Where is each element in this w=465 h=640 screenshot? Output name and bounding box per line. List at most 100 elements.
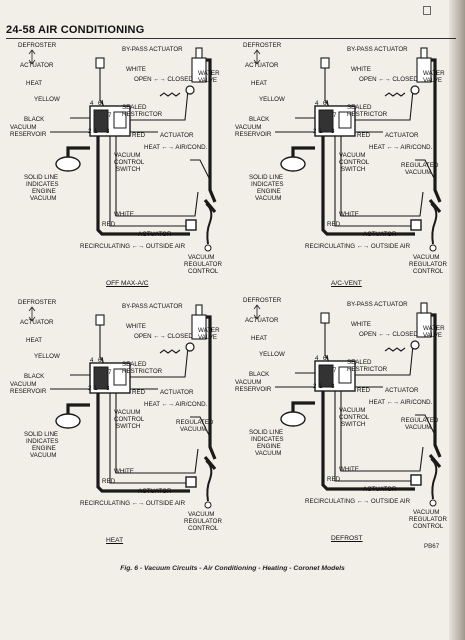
white-bypass-hose <box>130 89 189 121</box>
water-valve-stem <box>195 47 203 59</box>
vcs-vacuum-label: VACUUM <box>339 407 366 414</box>
defroster-label: DEFROSTER <box>243 297 282 304</box>
red-label-bottom: RED <box>327 476 341 483</box>
yellow-label: YELLOW <box>259 351 285 358</box>
red-hose <box>340 135 424 217</box>
vrc-vacuum-label: VACUUM <box>188 254 215 261</box>
red-label-bottom: RED <box>102 221 116 228</box>
vrc-control-label: CONTROL <box>188 525 219 532</box>
open-closed-label: OPEN ←→ CLOSED <box>359 76 418 83</box>
vcs-vacuum-label: VACUUM <box>114 409 141 416</box>
vcs-control-label: CONTROL <box>114 416 145 423</box>
actuator-label: ACTUATOR <box>20 62 54 69</box>
vacuum-label: VACUUM <box>235 124 262 131</box>
defroster-actuator <box>95 57 105 69</box>
panel-caption: DEFROST <box>331 535 363 542</box>
regulator-knob <box>204 244 212 252</box>
bypass-spring <box>384 347 406 352</box>
white-hose <box>334 135 415 227</box>
engine-vacuum-line <box>66 403 90 415</box>
actuator-label-bottom: ACTUATOR <box>138 488 172 495</box>
vrc-regulator-label: REGULATOR <box>184 261 222 268</box>
vacuum-circuit-drawing <box>28 47 217 252</box>
actuator-label-right: ACTUATOR <box>160 132 194 139</box>
yellow-label: YELLOW <box>34 96 60 103</box>
regulated-label: REGULATED <box>401 417 439 424</box>
engine-label: ENGINE <box>32 445 56 452</box>
valve-label: VALVE <box>423 332 443 339</box>
actuator-arrow <box>28 306 36 322</box>
regulated-vacuum-hose <box>415 414 436 436</box>
defroster-label: DEFROSTER <box>243 42 282 49</box>
indicates-label: INDICATES <box>251 181 284 188</box>
regulated-vacuum-hose <box>190 159 211 181</box>
vcs-control-label: CONTROL <box>339 414 370 421</box>
restrictor-label: RESTRICTOR <box>347 366 388 373</box>
vacuum-regulator-control <box>430 458 438 500</box>
actuator-label-bottom: ACTUATOR <box>363 486 397 493</box>
red-hose <box>115 392 199 474</box>
bypass-spring <box>159 92 181 97</box>
engine-vacuum-line <box>428 198 442 214</box>
engine-vacuum-line <box>428 453 442 469</box>
port-3-label: 3 <box>106 128 110 135</box>
regulator-knob <box>429 499 437 507</box>
water-label: WATER <box>198 70 220 77</box>
port-2-label: 2 <box>313 383 317 390</box>
bypass-actuator-label: BY-PASS ACTUATOR <box>122 303 183 310</box>
bypass-actuator <box>410 340 420 350</box>
port-2-label: 2 <box>88 385 92 392</box>
sealed-restrictor <box>113 111 127 129</box>
bypass-actuator-label: BY-PASS ACTUATOR <box>347 46 408 53</box>
regulator-knob <box>204 501 212 509</box>
white-label-top: WHITE <box>351 321 371 328</box>
engine-vacuum-line <box>291 401 315 413</box>
indicates-label: INDICATES <box>26 438 59 445</box>
white-label-bottom: WHITE <box>339 466 359 473</box>
actuator-label-bottom: ACTUATOR <box>138 231 172 238</box>
regulator-knob <box>429 244 437 252</box>
sealed-restrictor <box>113 368 127 386</box>
vcs-switch-label: SWITCH <box>116 423 141 430</box>
black-label: BLACK <box>249 116 270 123</box>
actuator-label-bottom: ACTUATOR <box>363 231 397 238</box>
white-hose <box>109 135 190 227</box>
engine-vacuum-line <box>203 198 217 214</box>
figure-caption: Fig. 6 - Vacuum Circuits - Air Condition… <box>120 565 345 572</box>
engine-vacuum-line <box>291 146 315 158</box>
switch-slider <box>318 109 334 133</box>
regulated-vacuum-label: VACUUM <box>405 424 432 431</box>
water-valve-stem <box>420 302 428 314</box>
port-4-label: 4 <box>315 355 319 362</box>
vrc-control-label: CONTROL <box>188 268 219 275</box>
vacuum-circuit-drawing <box>253 302 442 507</box>
engine-vacuum-label: VACUUM <box>255 450 282 457</box>
port-6-label: 6 <box>323 100 327 107</box>
recirc-outside-label: RECIRCULATING ←→ OUTSIDE AIR <box>80 500 186 507</box>
vacuum-regulator-control <box>430 203 438 245</box>
water-label: WATER <box>198 327 220 334</box>
vcs-switch-label: SWITCH <box>341 166 366 173</box>
port-3-label: 3 <box>331 383 335 390</box>
recirculating-actuator <box>185 476 197 488</box>
solid-line-label: SOLID LINE <box>249 429 284 436</box>
actuator-arrow <box>28 49 36 65</box>
panel-caption: OFF MAX-A/C <box>106 280 149 287</box>
restrictor-label: RESTRICTOR <box>122 111 163 118</box>
vacuum-reservoir <box>280 411 306 427</box>
page-code: PB67 <box>424 543 440 550</box>
red-label: RED <box>132 389 146 396</box>
port-6-label: 6 <box>98 357 102 364</box>
actuator-label-right: ACTUATOR <box>385 132 419 139</box>
vrc-vacuum-label: VACUUM <box>188 511 215 518</box>
heat-aircond-label: HEAT ←→ AIR/COND. <box>369 399 433 406</box>
open-closed-label: OPEN ←→ CLOSED <box>134 76 193 83</box>
defroster-actuator <box>95 314 105 326</box>
white-bypass-hose <box>355 89 414 121</box>
port-1-label: 1 <box>319 128 323 135</box>
solid-line-label: SOLID LINE <box>249 174 284 181</box>
vcs-vacuum-label: VACUUM <box>339 152 366 159</box>
switch-slider <box>93 366 109 390</box>
